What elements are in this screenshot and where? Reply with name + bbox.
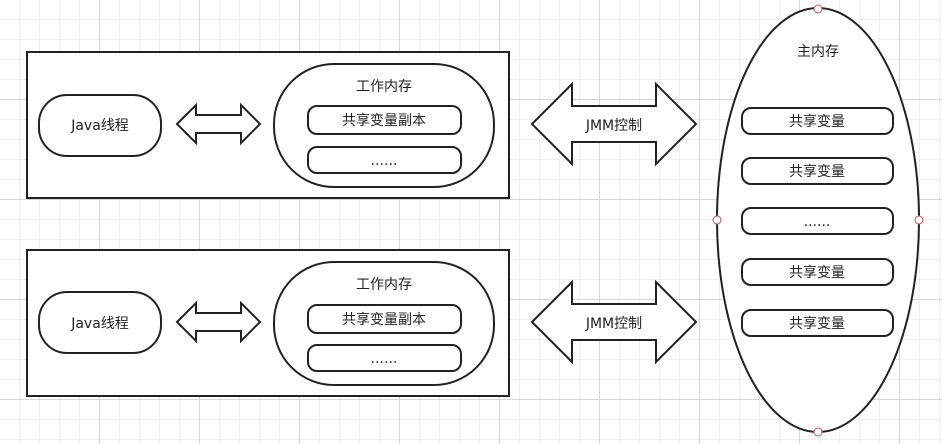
main-memory-item-label-2: 共享变量 — [789, 163, 845, 180]
thread-memory-arrow-2 — [175, 300, 262, 344]
main-memory-item-label-4: 共享变量 — [789, 264, 845, 281]
working-memory-title-1: 工作内存 — [356, 79, 412, 95]
jmm-control-arrow-2 — [530, 279, 698, 365]
main-memory-item-label-1: 共享变量 — [789, 113, 845, 130]
main-memory-item-4 — [741, 258, 894, 286]
working-memory-item-2-2 — [307, 344, 462, 372]
main-memory-item-5 — [741, 309, 894, 337]
selection-handle-right[interactable] — [914, 215, 924, 225]
java-thread-box-1 — [38, 94, 162, 157]
working-memory-item-2-1 — [307, 304, 462, 334]
working-memory-item-label-1-2: ...... — [371, 153, 398, 169]
java-thread-label-1: Java线程 — [70, 118, 129, 134]
main-memory-item-3 — [741, 207, 894, 235]
working-memory-item-label-2-1: 共享变量副本 — [342, 311, 426, 328]
selection-handle-bottom[interactable] — [813, 427, 823, 437]
jmm-control-arrow-1 — [530, 81, 698, 167]
selection-handle-left[interactable] — [712, 215, 722, 225]
java-thread-label-2: Java线程 — [70, 316, 129, 332]
selection-handle-top[interactable] — [813, 4, 823, 14]
working-memory-item-label-1-1: 共享变量副本 — [342, 112, 426, 129]
main-memory-group: 主内存 共享变量 共享变量 ...... 共享变量 共享变量 — [712, 4, 924, 437]
jmm-control-label-1: JMM控制 — [585, 118, 642, 134]
main-memory-item-label-5: 共享变量 — [789, 315, 845, 332]
main-memory-item-2 — [741, 157, 894, 185]
working-memory-item-label-2-2: ...... — [371, 351, 398, 367]
main-memory-title: 主内存 — [797, 44, 839, 60]
main-memory-item-1 — [741, 107, 894, 135]
jmm-control-label-2: JMM控制 — [585, 316, 642, 332]
java-thread-box-2 — [38, 291, 162, 354]
working-memory-item-1-2 — [307, 146, 462, 174]
working-memory-item-1-1 — [307, 105, 462, 135]
thread-group-2: Java线程 工作内存 共享变量副本 ...... JMM控制 — [26, 249, 698, 397]
thread-memory-arrow-1 — [175, 102, 262, 146]
working-memory-title-2: 工作内存 — [356, 277, 412, 293]
thread-group-1: Java线程 工作内存 共享变量副本 ...... JMM控制 — [26, 51, 698, 199]
main-memory-item-label-3: ...... — [804, 214, 831, 230]
